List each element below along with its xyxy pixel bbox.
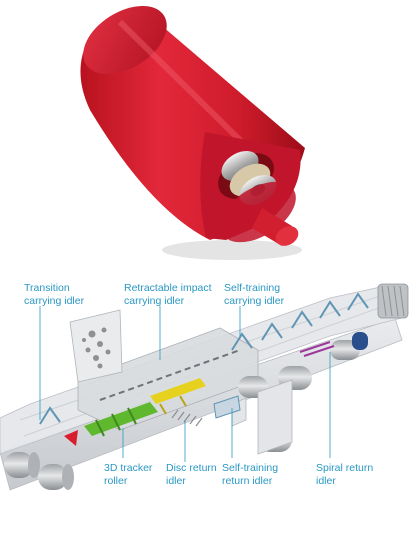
roller-top-cap [83, 5, 167, 75]
red-roller-illustration [80, 5, 306, 260]
falling-material [82, 327, 111, 369]
impact-chute [69, 309, 259, 431]
spiral-return-roller [299, 341, 335, 357]
leader-lines [39, 306, 331, 462]
label-disc-return-idler: Disc return idler [166, 462, 217, 487]
label-self-training-return-idler: Self-training return idler [222, 462, 279, 487]
label-3d-tracker-roller: 3D tracker roller [104, 462, 153, 487]
conveyor-system [0, 283, 409, 491]
yellow-idler [150, 378, 206, 415]
label-spiral-return-idler: Spiral return idler [316, 462, 374, 487]
head-pulley [377, 283, 409, 319]
self-training-return-roller [213, 395, 241, 419]
label-self-training-carrying-idler: Self-training carrying idler [224, 282, 285, 307]
shaft-end [275, 226, 299, 246]
tail-drums [4, 452, 74, 490]
carrying-idler-frames [39, 292, 369, 425]
label-transition-carrying-idler: Transition carrying idler [24, 282, 85, 307]
return-belt [0, 317, 403, 491]
roller-highlight [117, 19, 253, 153]
label-retractable-impact-carrying-idler: Retractable impact carrying idler [124, 282, 212, 307]
tracker-roller [84, 402, 158, 437]
red-return-marker [64, 430, 78, 446]
disc-return-marks [171, 409, 203, 427]
roller-shadow [162, 240, 302, 260]
